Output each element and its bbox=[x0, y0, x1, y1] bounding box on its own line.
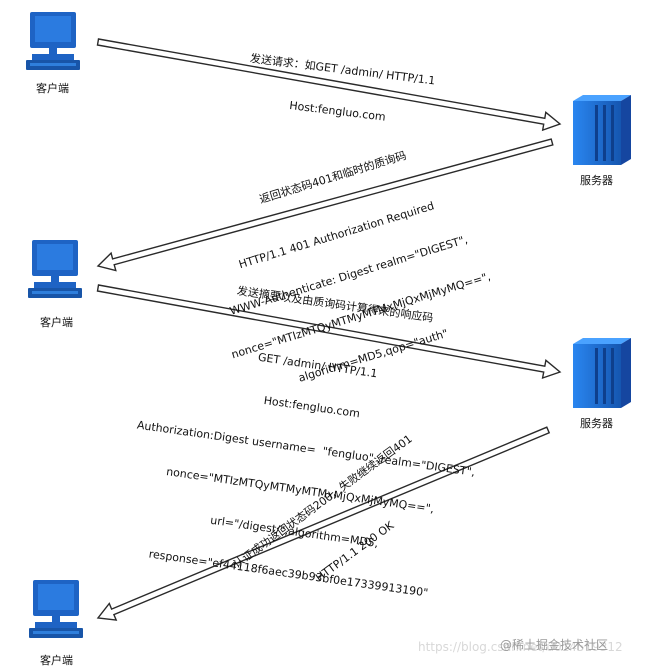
arrow-challenge bbox=[96, 138, 554, 272]
computer-icon bbox=[28, 240, 82, 298]
computer-icon bbox=[26, 12, 80, 70]
client-label-2: 客户端 bbox=[40, 316, 73, 329]
response-message: GET /admin/ HTTP/1.1 Host:fengluo.com Au… bbox=[100, 306, 505, 635]
arrow-response bbox=[96, 284, 562, 380]
client-label-1: 客户端 bbox=[36, 82, 69, 95]
arrow-request bbox=[96, 38, 562, 132]
client-label-3: 客户端 bbox=[40, 654, 73, 667]
arrow-result bbox=[96, 426, 551, 621]
server-icon bbox=[573, 95, 631, 165]
server-icon bbox=[573, 338, 631, 408]
watermark-url: https://blog.csdn.net/u014519312 bbox=[418, 640, 623, 654]
computer-icon bbox=[29, 580, 83, 638]
server-label-1: 服务器 bbox=[580, 174, 613, 187]
request-host: Host:fengluo.com bbox=[288, 98, 387, 124]
watermark-brand: @稀土掘金技术社区 bbox=[500, 638, 609, 652]
server-label-2: 服务器 bbox=[580, 417, 613, 430]
request-line: 发送请求：如GET /admin/ HTTP/1.1 bbox=[249, 51, 436, 88]
